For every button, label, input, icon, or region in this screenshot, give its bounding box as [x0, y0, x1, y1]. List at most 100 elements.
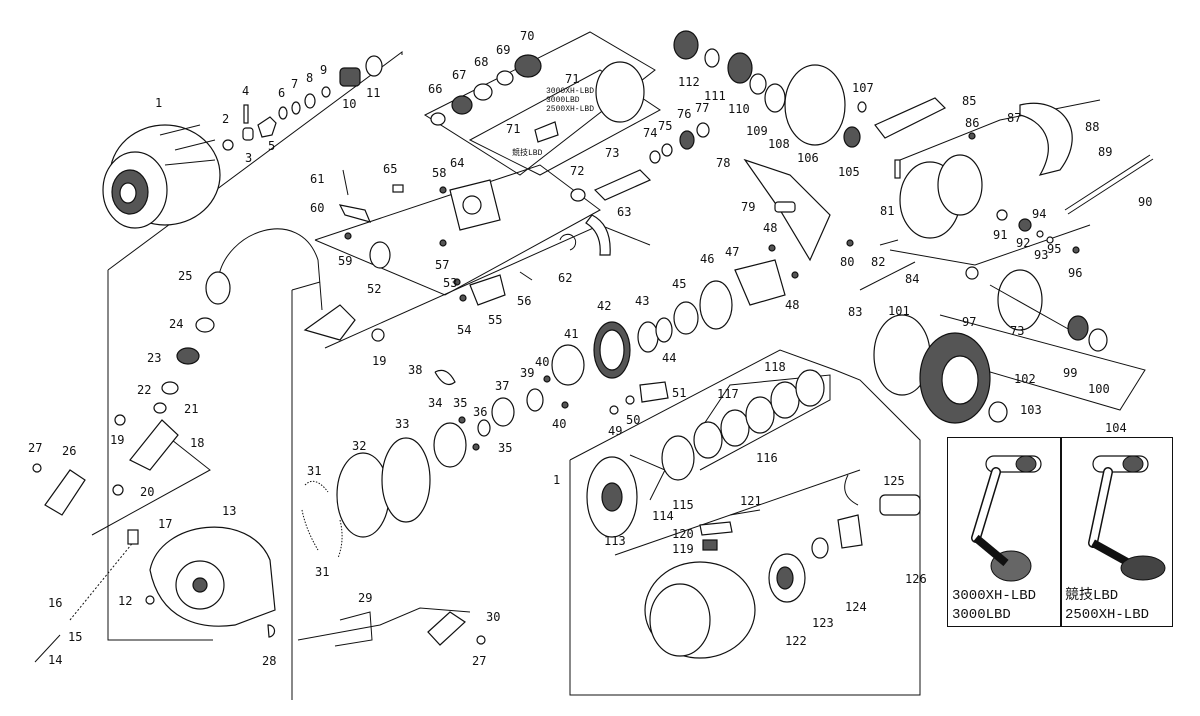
part-20 — [112, 484, 124, 496]
callout: 126 — [905, 572, 927, 586]
part-46 — [699, 280, 733, 330]
part-74-77 — [649, 122, 710, 164]
part-31-springs — [301, 480, 343, 559]
callout: 76 — [677, 107, 691, 121]
part-41 — [551, 344, 585, 386]
callout: 54 — [457, 323, 471, 337]
part-65 — [392, 184, 404, 193]
part-1-spool — [102, 124, 221, 229]
callout: 92 — [1016, 236, 1030, 250]
callout: 110 — [728, 102, 750, 116]
callout: 109 — [746, 124, 768, 138]
callout: 29 — [358, 591, 372, 605]
part-71 — [595, 61, 645, 123]
part-47 — [734, 259, 786, 306]
part-bail-arm — [303, 304, 356, 341]
callout: 119 — [672, 542, 694, 556]
part-26 — [44, 469, 86, 516]
callout: 77 — [695, 101, 709, 115]
callout: 65 — [383, 162, 397, 176]
callout: 45 — [672, 277, 686, 291]
callout: 40 — [552, 417, 566, 431]
callout: 53 — [443, 276, 457, 290]
callout: 91 — [993, 228, 1007, 242]
callout: 117 — [717, 387, 739, 401]
part-97-73-drive — [965, 266, 1071, 331]
part-25-bail — [205, 228, 323, 311]
part-103 — [988, 401, 1008, 423]
callout: 34 — [428, 396, 442, 410]
callout: 61 — [310, 172, 324, 186]
callout: 30 — [486, 610, 500, 624]
part-81-body — [894, 154, 983, 239]
callout: 3 — [245, 151, 252, 165]
part-34-35 — [433, 416, 480, 468]
callout: 13 — [222, 504, 236, 518]
part-12 — [145, 595, 155, 605]
part-19 — [114, 328, 385, 426]
callout: 78 — [716, 156, 730, 170]
callout: 87 — [1007, 111, 1021, 125]
part-72 — [570, 188, 586, 202]
callout: 122 — [785, 634, 807, 648]
callout: 57 — [435, 258, 449, 272]
part-56 — [519, 271, 533, 281]
callout: 48 — [763, 221, 777, 235]
part-10 — [339, 67, 361, 87]
callout: 48 — [785, 298, 799, 312]
part-13-rotor — [149, 526, 276, 627]
callout: 81 — [880, 204, 894, 218]
part-2 — [222, 139, 234, 151]
callout: 10 — [342, 97, 356, 111]
part-49-50 — [609, 395, 635, 415]
callout: 90 — [1138, 195, 1152, 209]
part-102 — [919, 332, 991, 424]
callout: 63 — [617, 205, 631, 219]
part-48 — [768, 244, 799, 279]
callout: 94 — [1032, 207, 1046, 221]
callout: 101 — [888, 304, 910, 318]
part-106 — [784, 64, 846, 146]
part-107 — [857, 101, 867, 113]
callout: 106 — [797, 151, 819, 165]
part-91-96 — [996, 209, 1080, 254]
part-66 — [430, 112, 446, 126]
part-82-84 — [859, 239, 916, 291]
callout: 17 — [158, 517, 172, 531]
callout: 118 — [764, 360, 786, 374]
callout: 50 — [626, 413, 640, 427]
callout: 15 — [68, 630, 82, 644]
callout: 21 — [184, 402, 198, 416]
callout: 4 — [242, 84, 249, 98]
part-33 — [381, 437, 431, 523]
part-4 — [243, 104, 249, 124]
callout: 80 — [840, 255, 854, 269]
callout: 95 — [1047, 242, 1061, 256]
part-60 — [338, 204, 372, 223]
part-110 — [727, 52, 753, 84]
callout: 11 — [366, 86, 380, 100]
callout: 107 — [852, 81, 874, 95]
callout: 83 — [848, 305, 862, 319]
part-64 — [449, 179, 501, 231]
callout: 24 — [169, 317, 183, 331]
part-113-spool-2 — [586, 456, 638, 538]
callout: 125 — [883, 474, 905, 488]
callout: 58 — [432, 166, 446, 180]
callout: 41 — [564, 327, 578, 341]
model-note: 3000XH-LBD 3000LBD 2500XH-LBD 競技LBD — [512, 87, 594, 158]
part-24 — [195, 317, 215, 333]
model-note-line1: 3000XH-LBD — [546, 87, 594, 96]
callout: 68 — [474, 55, 488, 69]
callout: 27 — [472, 654, 486, 668]
part-51 — [639, 381, 669, 403]
callout: 33 — [395, 417, 409, 431]
callout: 37 — [495, 379, 509, 393]
panel-divider — [1060, 438, 1062, 626]
part-29 — [334, 611, 373, 647]
part-43 — [637, 321, 659, 353]
callout: 47 — [725, 245, 739, 259]
part-70 — [514, 54, 542, 78]
callout: 113 — [604, 534, 626, 548]
